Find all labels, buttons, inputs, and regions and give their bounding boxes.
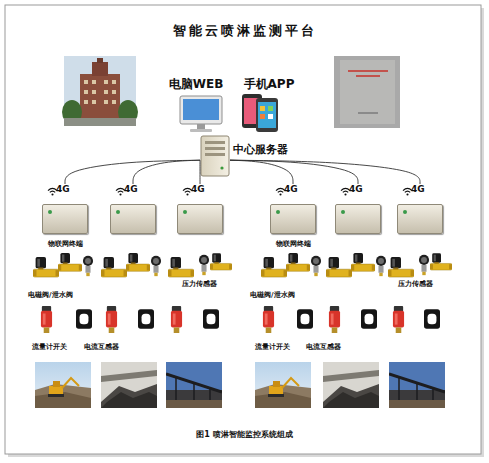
part-label: 电磁阀/泄水阀 <box>28 290 73 300</box>
diagram-title: 智能云喷淋监测平台 <box>0 22 489 40</box>
iot-terminal: 4G <box>108 184 158 236</box>
part-label: 流量计开关 <box>32 342 67 352</box>
status-led <box>341 210 345 214</box>
iot-terminal: 4G <box>333 184 383 236</box>
part-label: 电流互感器 <box>306 342 341 352</box>
status-led <box>48 210 52 214</box>
part-label: 压力传感器 <box>398 279 433 289</box>
iot-terminal: 4G物联网终端 <box>268 184 318 236</box>
node-label: 4G <box>284 184 304 194</box>
part-label: 电磁阀/泄水阀 <box>250 290 295 300</box>
node-caption: 物联网终端 <box>258 239 328 249</box>
connector-line <box>65 160 200 184</box>
iot-terminal: 4G <box>395 184 445 236</box>
status-led <box>403 210 407 214</box>
connector-line <box>230 160 293 184</box>
node-label: 4G <box>191 184 211 194</box>
status-led <box>276 210 280 214</box>
terminal-housing <box>110 204 156 234</box>
terminal-housing <box>42 204 88 234</box>
node-label: 电脑WEB <box>165 76 227 93</box>
connector-line <box>230 160 420 184</box>
node-label: 4G <box>56 184 76 194</box>
web-client: 电脑WEB <box>165 76 227 134</box>
terminal-housing <box>397 204 443 234</box>
connector-line <box>230 160 358 184</box>
part-label: 电流互感器 <box>84 342 119 352</box>
part-label: 流量计开关 <box>255 342 290 352</box>
app-client: 手机APP <box>238 76 300 134</box>
node-label: 手机APP <box>238 76 300 93</box>
part-label: 压力传感器 <box>182 279 217 289</box>
node-caption: 物联网终端 <box>30 239 100 249</box>
iot-terminal: 4G物联网终端 <box>40 184 90 236</box>
terminal-housing <box>335 204 381 234</box>
iot-terminal: 4G <box>175 184 225 236</box>
node-label: 4G <box>124 184 144 194</box>
central-server: 中心服务器 <box>200 135 230 177</box>
status-led <box>116 210 120 214</box>
terminal-housing <box>270 204 316 234</box>
node-label: 4G <box>411 184 431 194</box>
node-label: 中心服务器 <box>233 142 288 157</box>
status-led <box>183 210 187 214</box>
connector-line <box>133 160 200 184</box>
connector-line <box>200 160 201 184</box>
node-label: 4G <box>349 184 369 194</box>
terminal-housing <box>177 204 223 234</box>
figure-caption: 图1 喷淋智能监控系统组成 <box>0 429 489 440</box>
